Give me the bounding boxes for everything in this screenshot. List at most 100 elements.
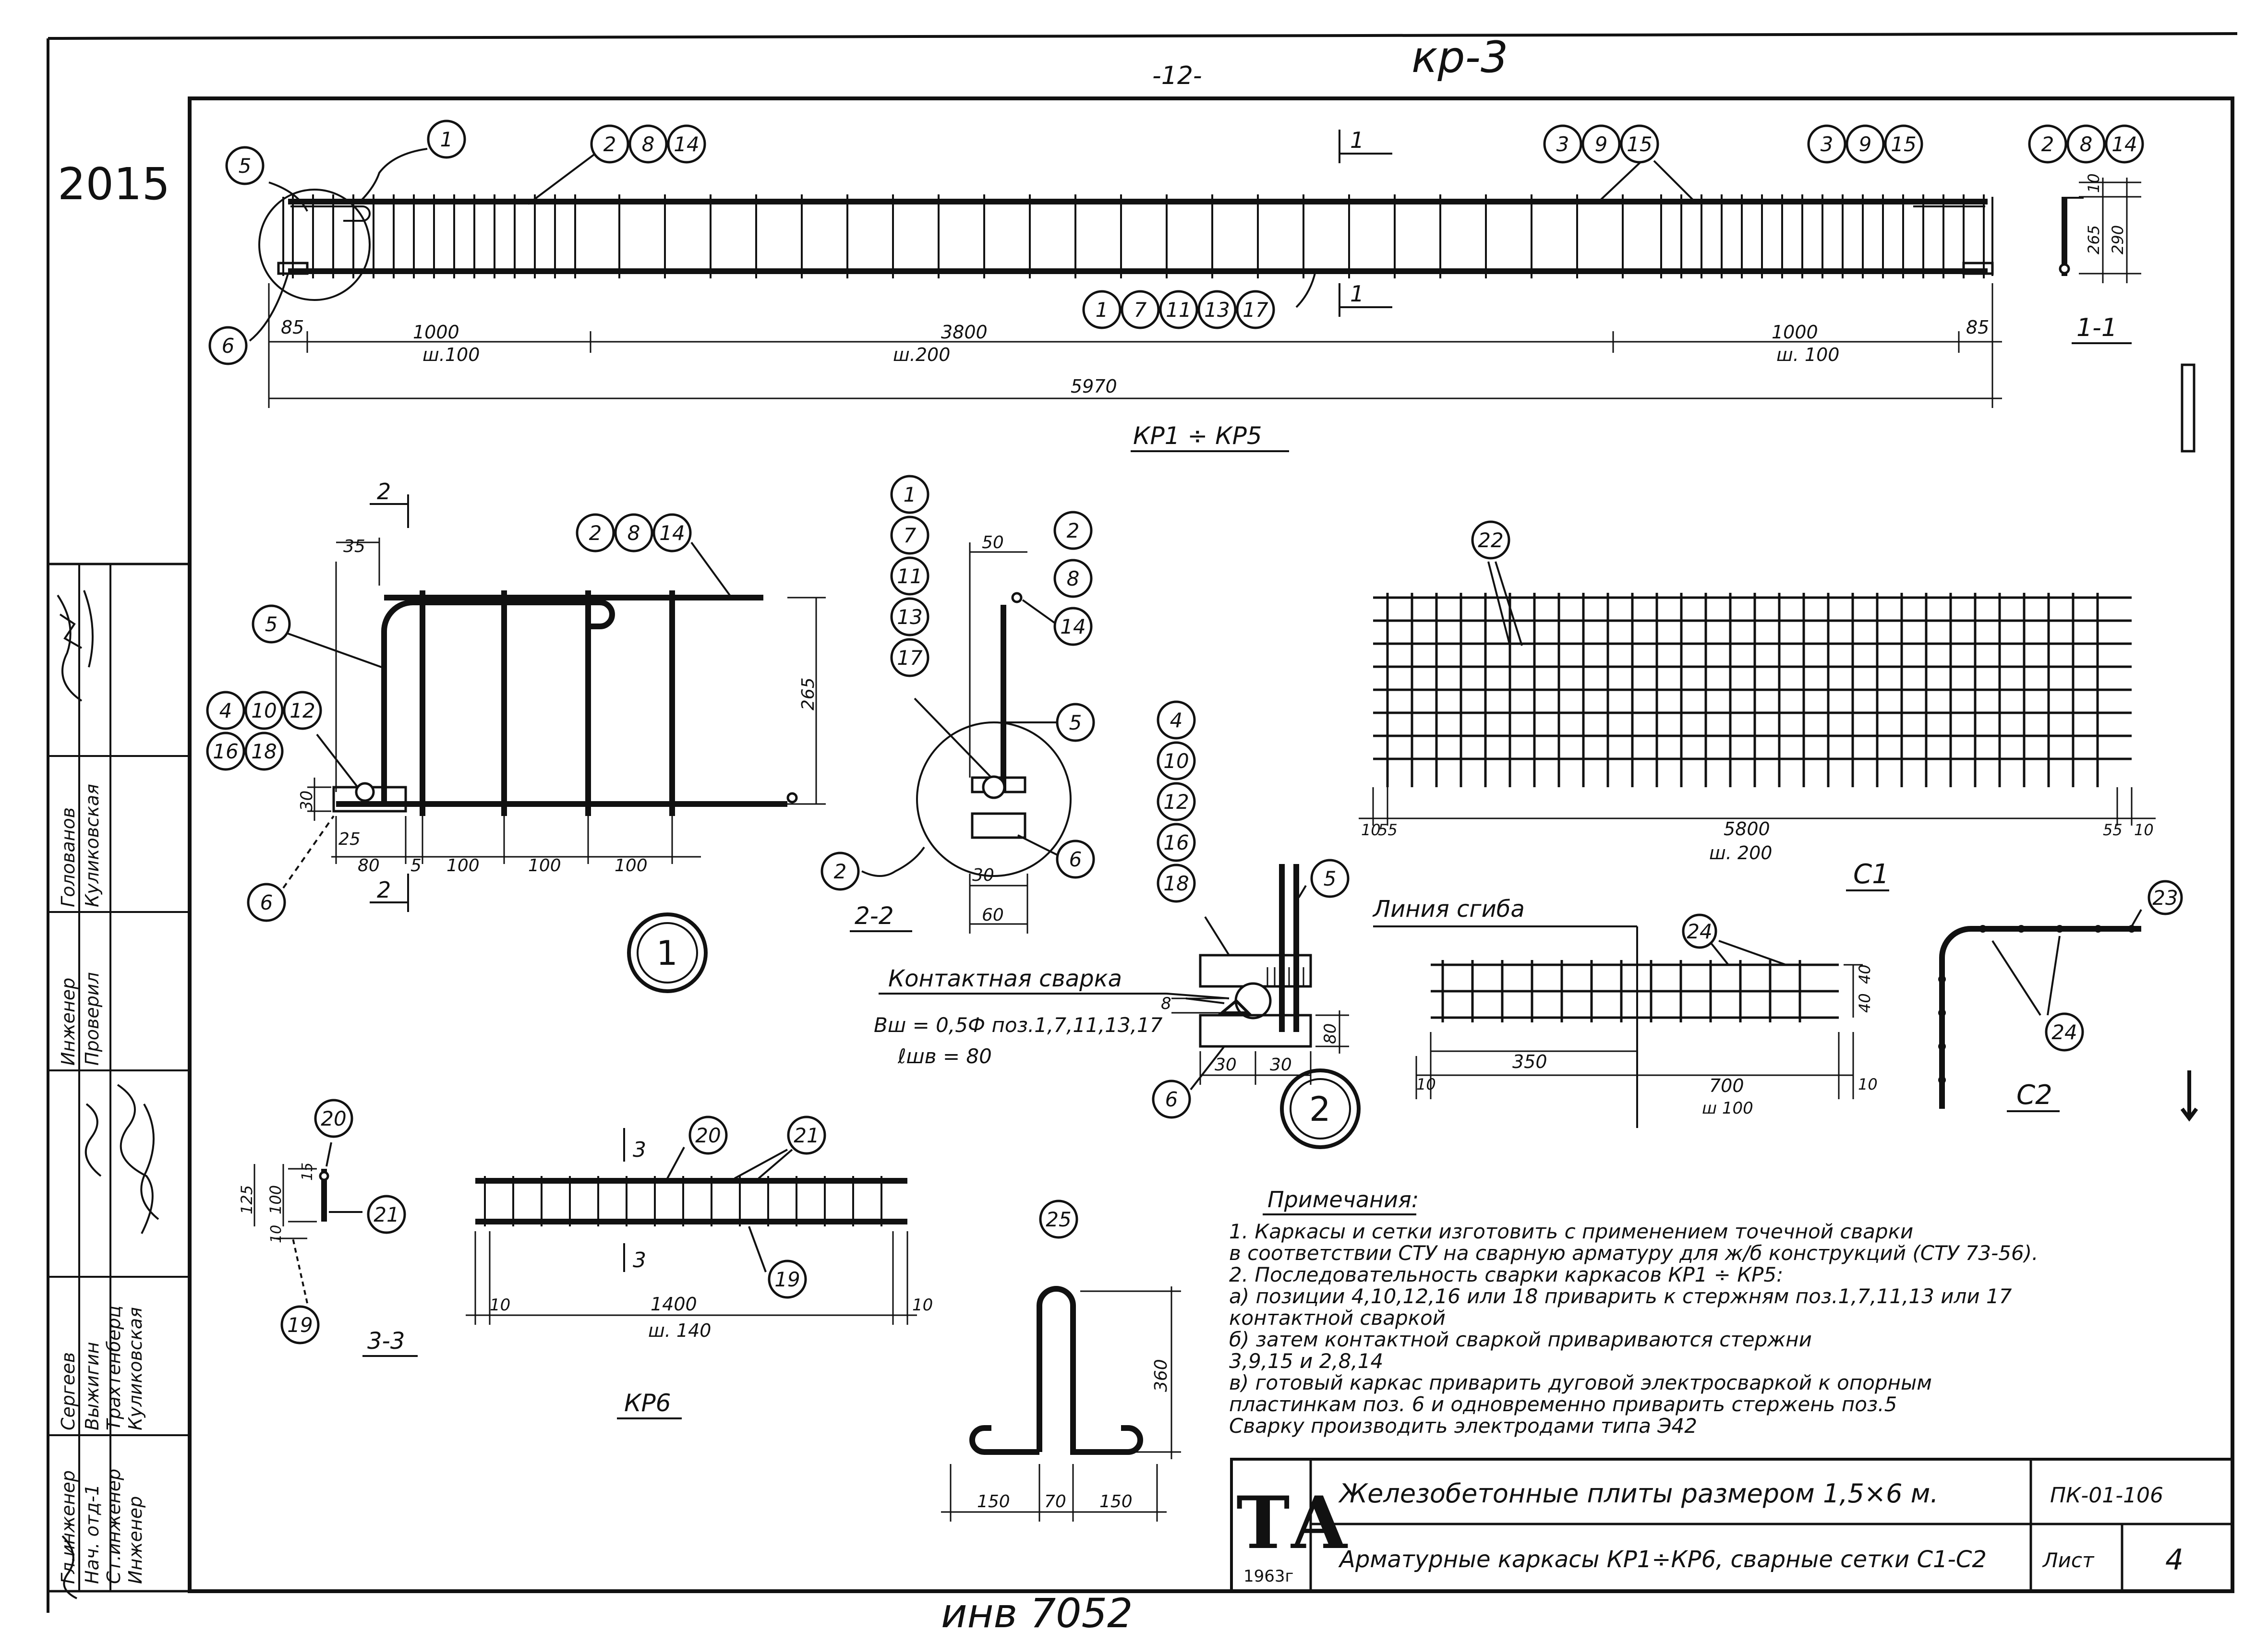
callout-bubble: 14 bbox=[652, 513, 692, 552]
callout-label: 4 bbox=[1170, 708, 1183, 732]
callout-circle bbox=[314, 1099, 353, 1138]
s33-dim-100: 100 bbox=[266, 1185, 285, 1214]
archive-number: 2015 bbox=[58, 158, 170, 210]
callout-label: 24 bbox=[2051, 1020, 2077, 1044]
callout-bubble: 23 bbox=[2147, 880, 2183, 915]
callout-bubble: 6 bbox=[208, 326, 248, 365]
callout-bubble: 8 bbox=[1053, 559, 1093, 598]
callout-circle bbox=[427, 120, 466, 159]
callout-label: 20 bbox=[321, 1107, 346, 1130]
callout-bubble: 13 bbox=[1197, 290, 1237, 329]
s11-dim-10: 10 bbox=[2085, 173, 2103, 193]
callout-circle bbox=[1157, 741, 1196, 780]
bar25-dim-150b: 150 bbox=[1099, 1492, 1133, 1512]
section-3-3: 125 100 15 10 3-3 bbox=[238, 1142, 418, 1357]
callout-circle bbox=[244, 732, 284, 771]
kp-pitch-middle: ш.200 bbox=[893, 344, 950, 365]
callout-circle bbox=[614, 513, 653, 552]
callout-circle bbox=[667, 124, 706, 164]
callout-circle bbox=[1846, 124, 1885, 164]
callout-bubble: 5 bbox=[1310, 859, 1350, 898]
callout-bubble: 12 bbox=[283, 691, 322, 730]
callout-bubble: 1 bbox=[890, 475, 929, 514]
callout-circle bbox=[1682, 913, 1717, 949]
kp-pitch-right: ш. 100 bbox=[1776, 344, 1839, 365]
callout-label: 10 bbox=[1163, 749, 1189, 773]
callout-bubble: 25 bbox=[1039, 1200, 1078, 1239]
cage-kp1-kp5: 1 1 85 1000 ш.100 3800 ш.200 1000 ш. 100… bbox=[249, 127, 2002, 452]
d1-dim-35: 35 bbox=[343, 537, 365, 556]
bar-25: 360 150 70 150 bbox=[941, 1286, 1181, 1522]
d1-dim-100b: 100 bbox=[528, 856, 561, 876]
callout-circle bbox=[225, 146, 265, 185]
stamp-name-1: Выжигин bbox=[82, 1342, 103, 1430]
callout-circle bbox=[2028, 124, 2067, 164]
mesh-c2: С2 bbox=[1938, 909, 2142, 1112]
callout-label: 21 bbox=[794, 1124, 819, 1147]
s11-dim-290: 290 bbox=[2109, 225, 2127, 254]
callout-circle bbox=[1053, 511, 1093, 550]
callout-circle bbox=[1152, 1080, 1191, 1119]
callout-label: 4 bbox=[219, 699, 232, 722]
c1-dim-55l: 55 bbox=[1378, 821, 1398, 839]
d1-section-mark-top: 2 bbox=[377, 479, 391, 504]
kp6-pitch: ш. 140 bbox=[648, 1320, 711, 1341]
mesh-c2-bar bbox=[2017, 925, 2025, 933]
d2-dim-80: 80 bbox=[1321, 1023, 1340, 1044]
callout-label: 11 bbox=[1166, 298, 1191, 322]
callout-bubble: 6 bbox=[1056, 840, 1095, 879]
callout-circle bbox=[1310, 859, 1350, 898]
bend-dim-10r: 10 bbox=[1858, 1075, 1878, 1093]
kp6-dim-10r: 10 bbox=[912, 1296, 933, 1315]
kp-pitch-left: ш.100 bbox=[422, 344, 480, 365]
callout-label: 13 bbox=[1204, 298, 1230, 322]
kp6-dim-10l: 10 bbox=[490, 1296, 510, 1315]
callout-label: 10 bbox=[251, 699, 277, 722]
bend-pitch: ш 100 bbox=[1702, 1099, 1753, 1118]
kp-dim-end-left: 85 bbox=[281, 317, 304, 338]
kp-dim-middle-zone: 3800 bbox=[941, 322, 988, 343]
page-number: -12- bbox=[1152, 61, 1202, 90]
callout-label: 6 bbox=[1069, 848, 1082, 871]
c2-title: С2 bbox=[2016, 1080, 2052, 1111]
mesh-c2-bar bbox=[2094, 925, 2102, 933]
callout-circle bbox=[1807, 124, 1846, 164]
callout-circle bbox=[1157, 782, 1196, 821]
callout-bubble: 24 bbox=[2045, 1012, 2084, 1052]
d2-dim-30b: 30 bbox=[1270, 1055, 1292, 1075]
detail-2-number-ring bbox=[1280, 1068, 1361, 1149]
callout-label: 11 bbox=[897, 564, 922, 588]
stamp-name2-0: Голованов bbox=[58, 807, 79, 907]
mesh-c2-bar bbox=[1938, 975, 1946, 983]
callout-circle bbox=[1039, 1200, 1078, 1239]
d1-dim-5: 5 bbox=[410, 856, 422, 876]
callout-circle bbox=[1056, 840, 1095, 879]
callout-circle bbox=[1157, 823, 1196, 862]
d1-dim-30: 30 bbox=[297, 791, 316, 811]
title-line-2: Арматурные каркасы КР1÷КР6, сварные сетк… bbox=[1338, 1546, 1987, 1573]
s33-title: 3-3 bbox=[367, 1328, 405, 1355]
callout-bubble: 15 bbox=[1884, 124, 1923, 164]
detail-2: 80 30 30 8 Контактная сварка Вш = 0,5Ф п… bbox=[874, 864, 1361, 1149]
callout-circle bbox=[1056, 703, 1095, 742]
callout-label: 5 bbox=[1324, 867, 1337, 890]
kp6-section-mark-bottom: 3 bbox=[633, 1248, 646, 1272]
note-line: 1. Каркасы и сетки изготовить с применен… bbox=[1229, 1220, 1913, 1243]
mesh-c2-bar bbox=[1938, 1076, 1946, 1084]
callout-bubble: 13 bbox=[890, 597, 929, 636]
callout-circle bbox=[1053, 559, 1093, 598]
callout-bubble: 7 bbox=[1121, 290, 1160, 329]
callout-label: 9 bbox=[1595, 132, 1608, 156]
callout-circle bbox=[280, 1305, 320, 1344]
callout-bubble: 7 bbox=[890, 516, 929, 555]
note-line: б) затем контактной сваркой привариваютс… bbox=[1229, 1328, 1812, 1351]
callout-circle bbox=[252, 604, 291, 644]
callout-bubble: 3 bbox=[1543, 124, 1582, 164]
callout-label: 23 bbox=[2152, 886, 2178, 910]
callout-circle bbox=[1197, 290, 1237, 329]
callout-bubble: 15 bbox=[1620, 124, 1659, 164]
callout-circle bbox=[890, 638, 929, 677]
callout-circle bbox=[247, 883, 286, 922]
